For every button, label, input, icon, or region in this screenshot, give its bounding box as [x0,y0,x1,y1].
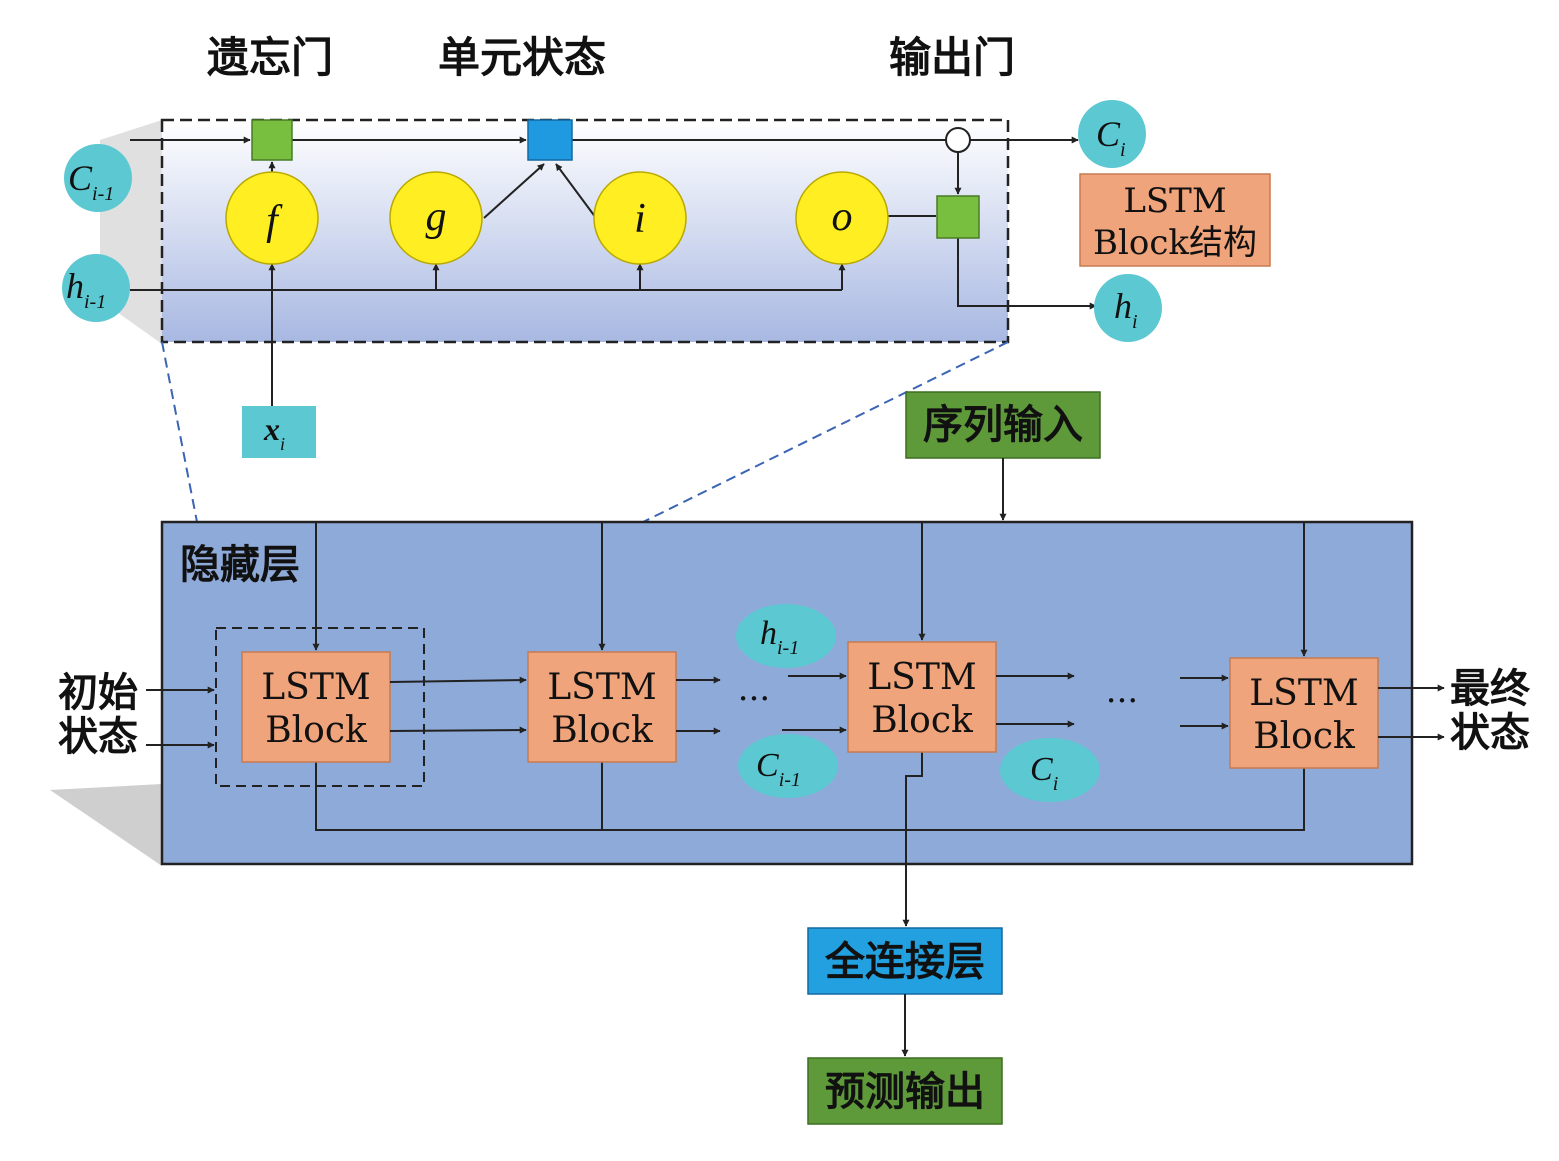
h-prev-circle: hi-1 [62,254,130,322]
collector-line [315,762,1305,831]
block-structure-label: LSTM Block结构 [1079,173,1271,267]
final-state-line2: 状态 [1450,710,1530,756]
initial-state-line1: 初始 [58,670,138,716]
b1-b2-top [389,676,527,684]
i-to-add [555,163,597,219]
cell-state-label: 单元状态 [438,33,606,82]
initial-state: 初始 状态 [58,670,138,760]
bottom-h-prev-base: h [760,615,777,652]
lstm-block-1-line1: LSTM [261,667,370,708]
hidden-layer-label: 隐藏层 [180,542,300,588]
c-next-base: C [1096,114,1121,154]
hidden-out-line [957,238,1097,310]
gate-o: o [795,171,889,265]
final-state-line1: 最终 [1450,666,1531,712]
lstm-block-3-line1: LSTM [867,657,976,698]
svg-text:Ci-1: Ci-1 [68,158,114,205]
lstm-block-4: LSTM Block [1229,657,1379,769]
lstm-block-2-line1: LSTM [547,667,656,708]
lstm-block-detail: f g i o [100,118,1097,406]
c-prev-base: C [68,158,93,198]
gate-i-label: i [634,196,646,242]
b1-b2-bottom [389,726,527,734]
c-next-sub: i [1120,139,1126,161]
bottom-c-prev-ellipse: Ci-1 [738,734,838,798]
h-next-sub: i [1132,311,1138,333]
svg-text:Ci-1: Ci-1 [756,747,801,791]
fully-connected-label: 全连接层 [824,939,985,985]
x-input-base: x [263,411,280,447]
lstm-block-1-line2: Block [265,710,368,751]
svg-text:hi-1: hi-1 [760,615,799,659]
initial-state-line2: 状态 [58,714,138,760]
block-structure-line2: Block结构 [1093,223,1257,263]
to-fully-connected [902,752,923,927]
gate-g-label: g [426,194,447,240]
lstm-block-2: LSTM Block [527,651,677,763]
output-multiply-square [936,195,980,239]
sequence-input-box: 序列输入 [905,391,1101,459]
svg-text:Ci: Ci [1030,751,1058,795]
zoom-line-right [423,341,1009,631]
lstm-block-3: LSTM Block [847,641,997,753]
bottom-h-prev-ellipse: hi-1 [736,604,836,668]
x-input-box: xi [242,406,316,458]
svg-text:Ci: Ci [1096,114,1126,161]
bottom-c-next-ellipse: Ci [1000,738,1100,802]
gate-f: f [225,171,319,265]
bottom-c-next-base: C [1030,751,1053,788]
svg-text:hi-1: hi-1 [66,266,106,313]
ellipsis-2: ··· [1106,681,1138,721]
h-prev-sub: i-1 [84,291,106,313]
final-state: 最终 状态 [1450,666,1531,756]
svg-text:xi: xi [263,411,285,454]
tanh-circle [945,127,971,153]
gate-g: g [389,171,483,265]
block1-highlight [215,627,425,787]
prediction-output-box: 预测输出 [807,1057,1003,1125]
gate-i: i [593,171,687,265]
forget-gate-label: 遗忘门 [207,33,333,82]
g-to-add [483,163,545,219]
h-next-base: h [1114,286,1132,326]
x-input-sub: i [280,434,285,454]
lstm-block-2-line2: Block [551,710,654,751]
hidden-layer-shadow [50,784,162,866]
ellipsis-1: ··· [738,679,770,719]
c-prev-circle: Ci-1 [64,144,132,212]
h-next-circle: hi [1094,274,1162,342]
h-prev-base: h [66,266,84,306]
output-gate-label: 输出门 [889,33,1015,82]
gate-o-label: o [832,194,853,240]
c-next-circle: Ci [1078,100,1146,168]
bottom-c-prev-base: C [756,747,779,784]
lstm-block-3-line2: Block [871,700,974,741]
lstm-block-4-line2: Block [1253,716,1356,757]
lstm-block-4-line1: LSTM [1249,673,1358,714]
prediction-output-label: 预测输出 [825,1069,985,1115]
block-structure-line1: LSTM [1123,181,1226,221]
c-prev-sub: i-1 [92,183,114,205]
bottom-c-next-sub: i [1053,773,1059,795]
svg-text:hi: hi [1114,286,1138,333]
sequence-input-label: 序列输入 [923,402,1083,448]
bottom-h-prev-sub: i-1 [777,637,799,659]
bottom-c-prev-sub: i-1 [779,769,801,791]
lstm-block-1: LSTM Block [241,651,391,763]
cell-add-square [527,119,573,161]
forget-multiply-square [251,119,293,161]
fully-connected-box: 全连接层 [807,927,1003,995]
